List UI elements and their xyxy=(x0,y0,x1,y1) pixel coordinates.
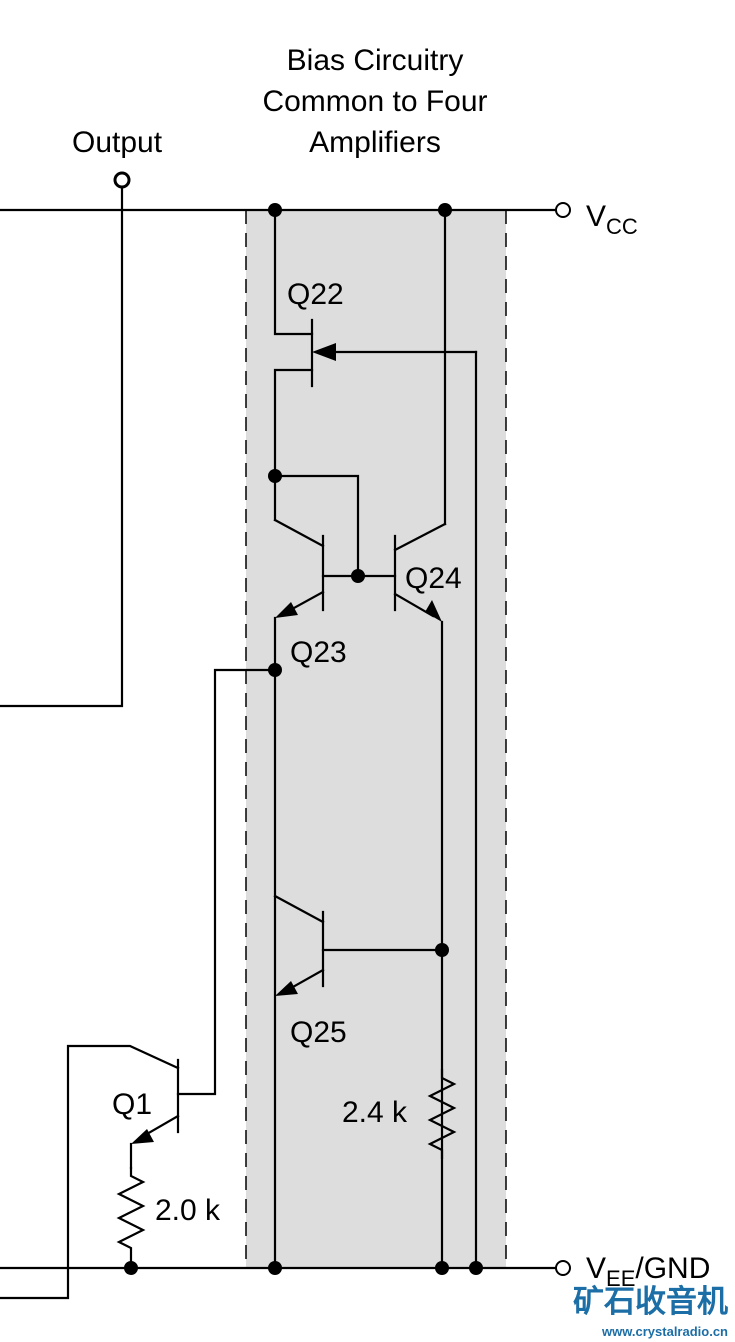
bias-region xyxy=(246,210,506,1268)
output-wire xyxy=(0,186,124,708)
junction-dot xyxy=(268,469,282,483)
q25-label: Q25 xyxy=(290,1016,347,1049)
q23-q24-base-feed xyxy=(273,474,360,578)
transistor-q1 xyxy=(129,1058,180,1170)
junction-dot xyxy=(435,943,449,957)
transistor-q23 xyxy=(273,474,397,1270)
bias-title-line1: Bias Circuitry xyxy=(287,44,464,77)
junction-dot xyxy=(268,1261,282,1275)
vee-label: VEE/GND xyxy=(586,1252,710,1291)
watermark-logo: 矿石收音机 xyxy=(573,1284,728,1319)
watermark-url: www.crystalradio.cn xyxy=(601,1324,728,1339)
vcc-terminal xyxy=(555,202,571,218)
junction-dot xyxy=(351,569,365,583)
vcc-label: VCC xyxy=(586,200,638,239)
transistor-q25 xyxy=(273,894,444,996)
q1-base-loop-wire xyxy=(0,1044,180,1300)
transistor-q22 xyxy=(273,208,478,1270)
q23-label: Q23 xyxy=(290,636,347,669)
junction-dot xyxy=(268,663,282,677)
junction-dot xyxy=(124,1261,138,1275)
q1-label: Q1 xyxy=(112,1088,152,1121)
resistor-2-0k-label: 2.0 k xyxy=(155,1194,221,1227)
output-label: Output xyxy=(72,126,163,159)
junction-dot xyxy=(435,1261,449,1275)
resistor-2-4k-label: 2.4 k xyxy=(342,1096,408,1129)
junction-dot xyxy=(469,1261,483,1275)
resistor-2-0k xyxy=(116,1166,146,1270)
bias-title-line3: Amplifiers xyxy=(309,126,441,159)
vee-terminal xyxy=(555,1260,571,1276)
junction-dot xyxy=(268,203,282,217)
resistor-2-4k xyxy=(427,1068,457,1160)
bias-title-line2: Common to Four xyxy=(262,85,487,118)
junction-dot xyxy=(438,203,452,217)
q1-collector-wire xyxy=(176,668,277,1096)
q24-label: Q24 xyxy=(405,562,462,595)
output-terminal xyxy=(113,171,131,189)
q22-label: Q22 xyxy=(287,278,344,311)
